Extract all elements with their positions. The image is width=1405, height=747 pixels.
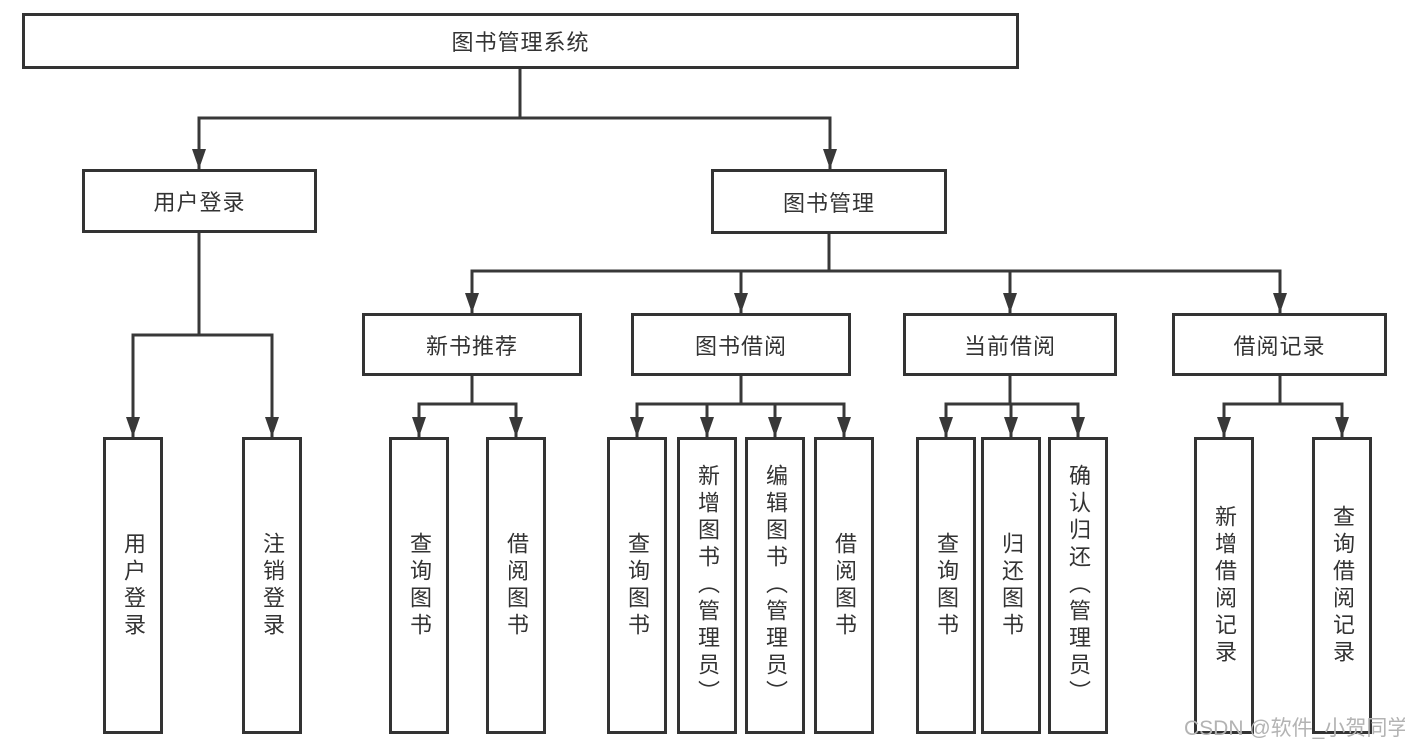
node-label: 用户登录 (153, 190, 246, 215)
node-label: 借阅图书 (832, 531, 857, 640)
node-leaf-query-borrow-record: 查询借阅记录 (1312, 437, 1372, 734)
node-label: 图书借阅 (694, 333, 787, 359)
node-label: 查询图书 (407, 531, 432, 640)
node-label: 确认归还（管理员） (1066, 464, 1091, 707)
node-book-management: 图书管理 (711, 169, 947, 234)
node-leaf-user-login: 用户登录 (103, 437, 163, 734)
csdn-watermark: CSDN @软件_小贺同学 (1184, 717, 1405, 740)
node-borrowing-records: 借阅记录 (1172, 313, 1387, 376)
node-leaf-query-books-recommend: 查询图书 (389, 437, 449, 734)
node-leaf-edit-books-admin: 编辑图书（管理员） (745, 437, 805, 734)
node-label: 当前借阅 (963, 333, 1056, 359)
node-label: 借阅图书 (504, 531, 529, 640)
node-leaf-borrow-books: 借阅图书 (814, 437, 874, 734)
node-leaf-return-books: 归还图书 (981, 437, 1041, 734)
node-leaf-add-borrow-record: 新增借阅记录 (1194, 437, 1254, 734)
connector-recommendation-rail (417, 373, 518, 406)
node-label: 新增图书（管理员） (695, 464, 720, 707)
node-leaf-add-books-admin: 新增图书（管理员） (677, 437, 737, 734)
node-label: 借阅记录 (1233, 333, 1326, 359)
node-label: 注销登录 (260, 531, 285, 640)
node-label: 图书管理系统 (451, 30, 590, 55)
connector-book-management-rail (470, 231, 1282, 273)
node-leaf-query-books-current: 查询图书 (916, 437, 976, 734)
node-library-management-system: 图书管理系统 (22, 13, 1019, 69)
connector-records-rail (1222, 373, 1344, 406)
connector-current-rail (944, 373, 1080, 406)
node-leaf-borrow-books-recommend: 借阅图书 (486, 437, 546, 734)
node-label: 编辑图书（管理员） (763, 464, 788, 707)
node-label: 查询图书 (934, 531, 959, 640)
node-label: 查询借阅记录 (1330, 504, 1355, 667)
node-user-login: 用户登录 (82, 169, 317, 233)
node-leaf-query-books-borrowing: 查询图书 (607, 437, 667, 734)
node-book-borrowing: 图书借阅 (631, 313, 851, 376)
node-label: 用户登录 (121, 531, 146, 640)
node-leaf-confirm-return-admin: 确认归还（管理员） (1048, 437, 1108, 734)
node-label: 新增借阅记录 (1212, 504, 1237, 667)
node-label: 归还图书 (999, 531, 1024, 640)
connector-user-login-rail (131, 231, 274, 337)
node-leaf-logout: 注销登录 (242, 437, 302, 734)
node-current-borrowing: 当前借阅 (903, 313, 1117, 376)
connector-root-rail (197, 66, 832, 120)
node-label: 新书推荐 (425, 333, 518, 359)
node-new-book-recommendation: 新书推荐 (362, 313, 582, 376)
connector-borrowing-rail (635, 373, 846, 406)
node-label: 图书管理 (782, 190, 875, 216)
node-label: 查询图书 (625, 531, 650, 640)
